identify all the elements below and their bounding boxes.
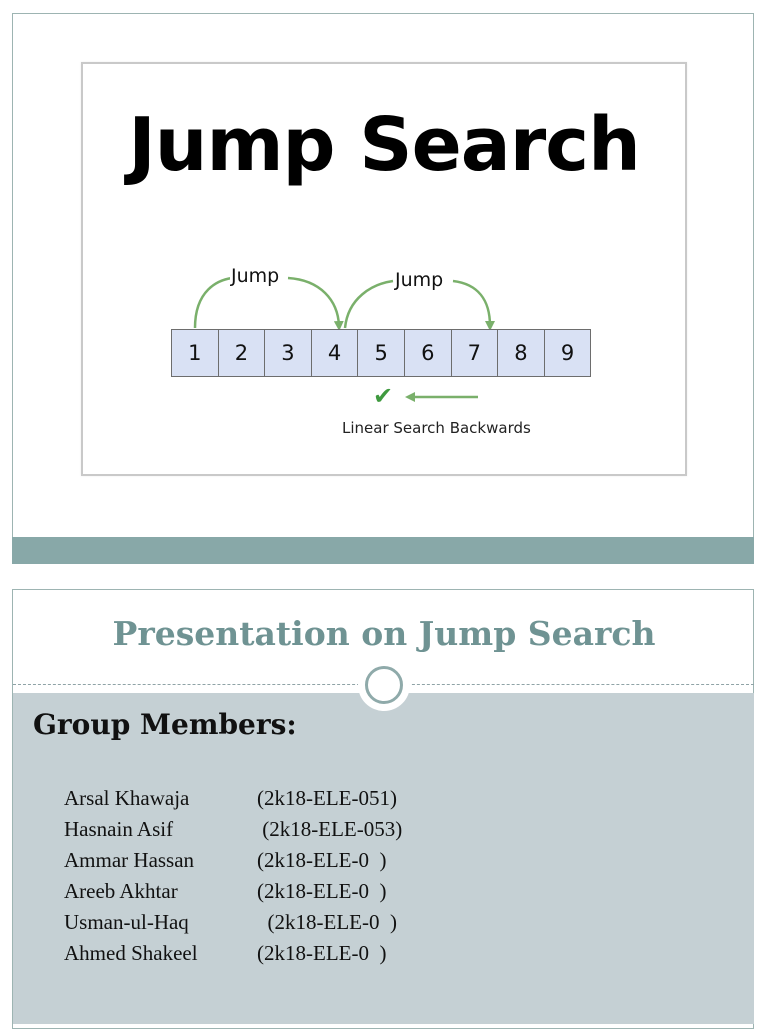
- array-cell: 8: [497, 329, 545, 377]
- jump-search-illustration: [81, 62, 687, 476]
- member-name: Ahmed Shakeel: [64, 941, 198, 965]
- group-members-heading: Group Members:: [33, 708, 297, 741]
- linear-search-caption: Linear Search Backwards: [342, 419, 531, 437]
- member-name: Ammar Hassan: [64, 848, 195, 872]
- check-icon: ✔: [373, 382, 394, 410]
- array-cell: 7: [450, 329, 499, 377]
- member-id: (2k18-ELE-0 ): [257, 848, 387, 872]
- array-cell: 2: [217, 329, 266, 377]
- array-cell: 1: [171, 329, 219, 377]
- member-id: (2k18-ELE-053): [257, 817, 403, 841]
- member-name: Usman-ul-Haq: [64, 910, 189, 934]
- member-id: (2k18-ELE-0 ): [257, 910, 397, 934]
- ring-icon: [365, 666, 403, 704]
- slide-2-body: [13, 693, 754, 1024]
- jump-label-2: Jump: [394, 269, 445, 291]
- array-cell: 6: [403, 329, 452, 377]
- array-cell: 5: [357, 329, 405, 377]
- slide-2-title: Presentation on Jump Search: [112, 614, 656, 653]
- member-name: Arsal Khawaja: [64, 786, 190, 810]
- array-cell: 9: [543, 329, 592, 377]
- member-id: (2k18-ELE-0 ): [257, 941, 387, 965]
- array-cells: 1 2 3 4 5 6 7 8 9: [171, 329, 592, 378]
- member-name: Hasnain Asif: [64, 817, 174, 841]
- array-cell: 4: [310, 329, 359, 377]
- member-name: Areeb Akhtar: [64, 879, 178, 903]
- slide-1-footer-band: [12, 537, 754, 564]
- array-cell: 3: [264, 329, 312, 377]
- illustration-title: Jump Search: [128, 102, 641, 188]
- member-id: (2k18-ELE-0 ): [257, 879, 387, 903]
- jump-label-1: Jump: [230, 265, 281, 287]
- member-id: (2k18-ELE-051): [257, 786, 397, 810]
